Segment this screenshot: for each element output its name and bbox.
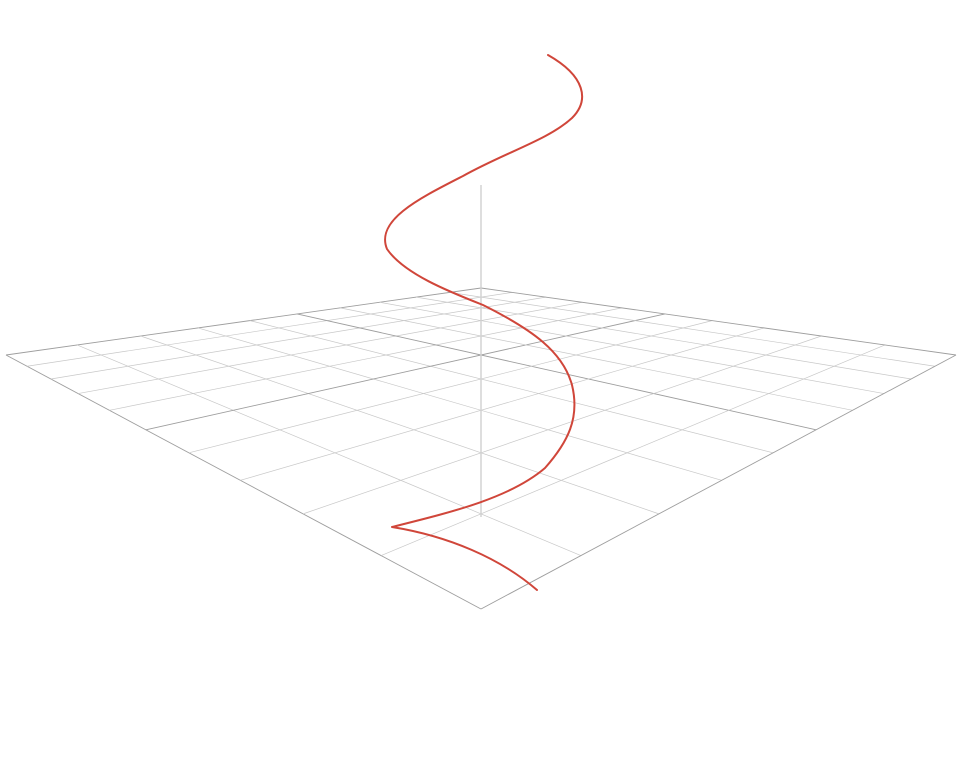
grid-line-u-10 xyxy=(480,287,957,356)
grid-line-v-4 xyxy=(109,307,622,411)
grid-line-v-7 xyxy=(240,327,765,481)
grid-line-v-5 xyxy=(145,313,666,431)
helix-curve xyxy=(384,54,583,591)
grid-line-v-6 xyxy=(188,320,713,454)
grid-line-v-1 xyxy=(27,292,513,367)
grid-line-u-6 xyxy=(340,307,853,411)
grid-line-u-5 xyxy=(296,313,817,431)
grid-line-u-7 xyxy=(379,301,884,394)
grid-line-u-9 xyxy=(449,292,935,367)
grid-line-u-2 xyxy=(140,335,660,515)
grid-line-u-3 xyxy=(197,327,722,481)
grid-line-u-8 xyxy=(416,296,912,380)
grid-line-v-9 xyxy=(381,344,886,556)
ground-grid xyxy=(5,287,957,610)
grid-line-v-2 xyxy=(50,296,546,380)
grid-line-u-1 xyxy=(76,344,581,556)
grid-line-v-3 xyxy=(78,301,583,394)
grid-line-v-8 xyxy=(302,335,822,515)
grid-line-v-10 xyxy=(480,354,957,610)
grid-line-u-0 xyxy=(5,354,482,610)
grid-line-v-0 xyxy=(5,287,482,356)
grid-line-u-4 xyxy=(249,320,774,454)
